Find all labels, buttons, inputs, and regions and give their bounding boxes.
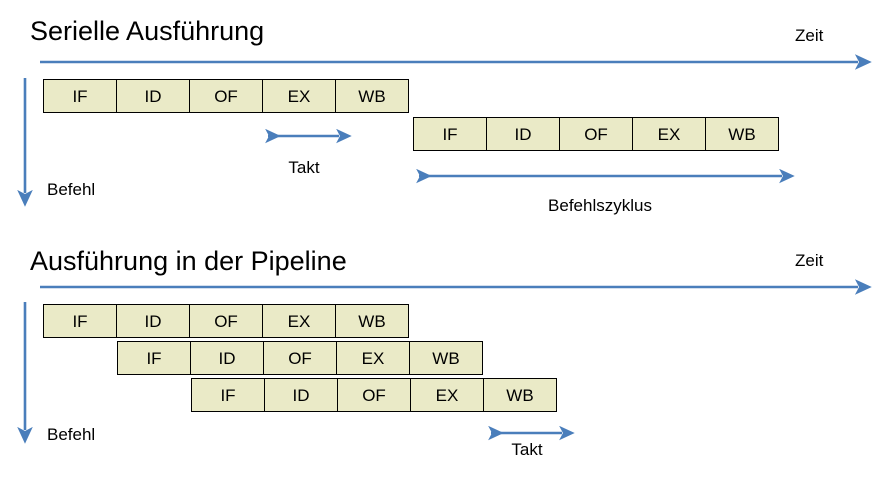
serial-instruction-axis-label: Befehl	[47, 180, 96, 199]
stage-box-wb[interactable]: WB	[335, 304, 409, 338]
stage-box-if[interactable]: IF	[43, 304, 117, 338]
stage-box-wb[interactable]: WB	[409, 341, 483, 375]
stage-box-of[interactable]: OF	[189, 79, 263, 113]
stage-box-if[interactable]: IF	[43, 79, 117, 113]
stage-box-of[interactable]: OF	[337, 378, 411, 412]
pipeline-takt-label: Takt	[511, 440, 543, 459]
stage-box-wb[interactable]: WB	[335, 79, 409, 113]
pipeline-instruction-axis-label: Befehl	[47, 425, 96, 444]
stage-box-of[interactable]: OF	[559, 117, 633, 151]
serial-section-title: Serielle Ausführung	[30, 16, 265, 46]
stage-box-wb[interactable]: WB	[705, 117, 779, 151]
stage-box-ex[interactable]: EX	[262, 304, 336, 338]
stage-box-ex[interactable]: EX	[410, 378, 484, 412]
pipeline-section-title: Ausführung in der Pipeline	[30, 246, 347, 276]
stage-box-if[interactable]: IF	[191, 378, 265, 412]
stage-box-of[interactable]: OF	[189, 304, 263, 338]
stage-box-if[interactable]: IF	[413, 117, 487, 151]
stage-box-id[interactable]: ID	[116, 304, 190, 338]
serial-instruction-row-1: IF ID OF EX WB	[43, 79, 409, 113]
stage-box-id[interactable]: ID	[264, 378, 338, 412]
stage-box-of[interactable]: OF	[263, 341, 337, 375]
serial-befehlszyklus-label: Befehlszyklus	[548, 196, 652, 215]
stage-box-ex[interactable]: EX	[262, 79, 336, 113]
stage-box-if[interactable]: IF	[117, 341, 191, 375]
pipeline-instruction-row-3: IF ID OF EX WB	[191, 378, 557, 412]
stage-box-id[interactable]: ID	[190, 341, 264, 375]
serial-time-axis-label: Zeit	[795, 26, 824, 45]
pipeline-instruction-row-1: IF ID OF EX WB	[43, 304, 409, 338]
serial-instruction-row-2: IF ID OF EX WB	[413, 117, 779, 151]
pipeline-instruction-row-2: IF ID OF EX WB	[117, 341, 483, 375]
stage-box-wb[interactable]: WB	[483, 378, 557, 412]
stage-box-ex[interactable]: EX	[336, 341, 410, 375]
pipeline-time-axis-label: Zeit	[795, 251, 824, 270]
serial-takt-label: Takt	[288, 158, 320, 177]
stage-box-id[interactable]: ID	[116, 79, 190, 113]
stage-box-ex[interactable]: EX	[632, 117, 706, 151]
stage-box-id[interactable]: ID	[486, 117, 560, 151]
